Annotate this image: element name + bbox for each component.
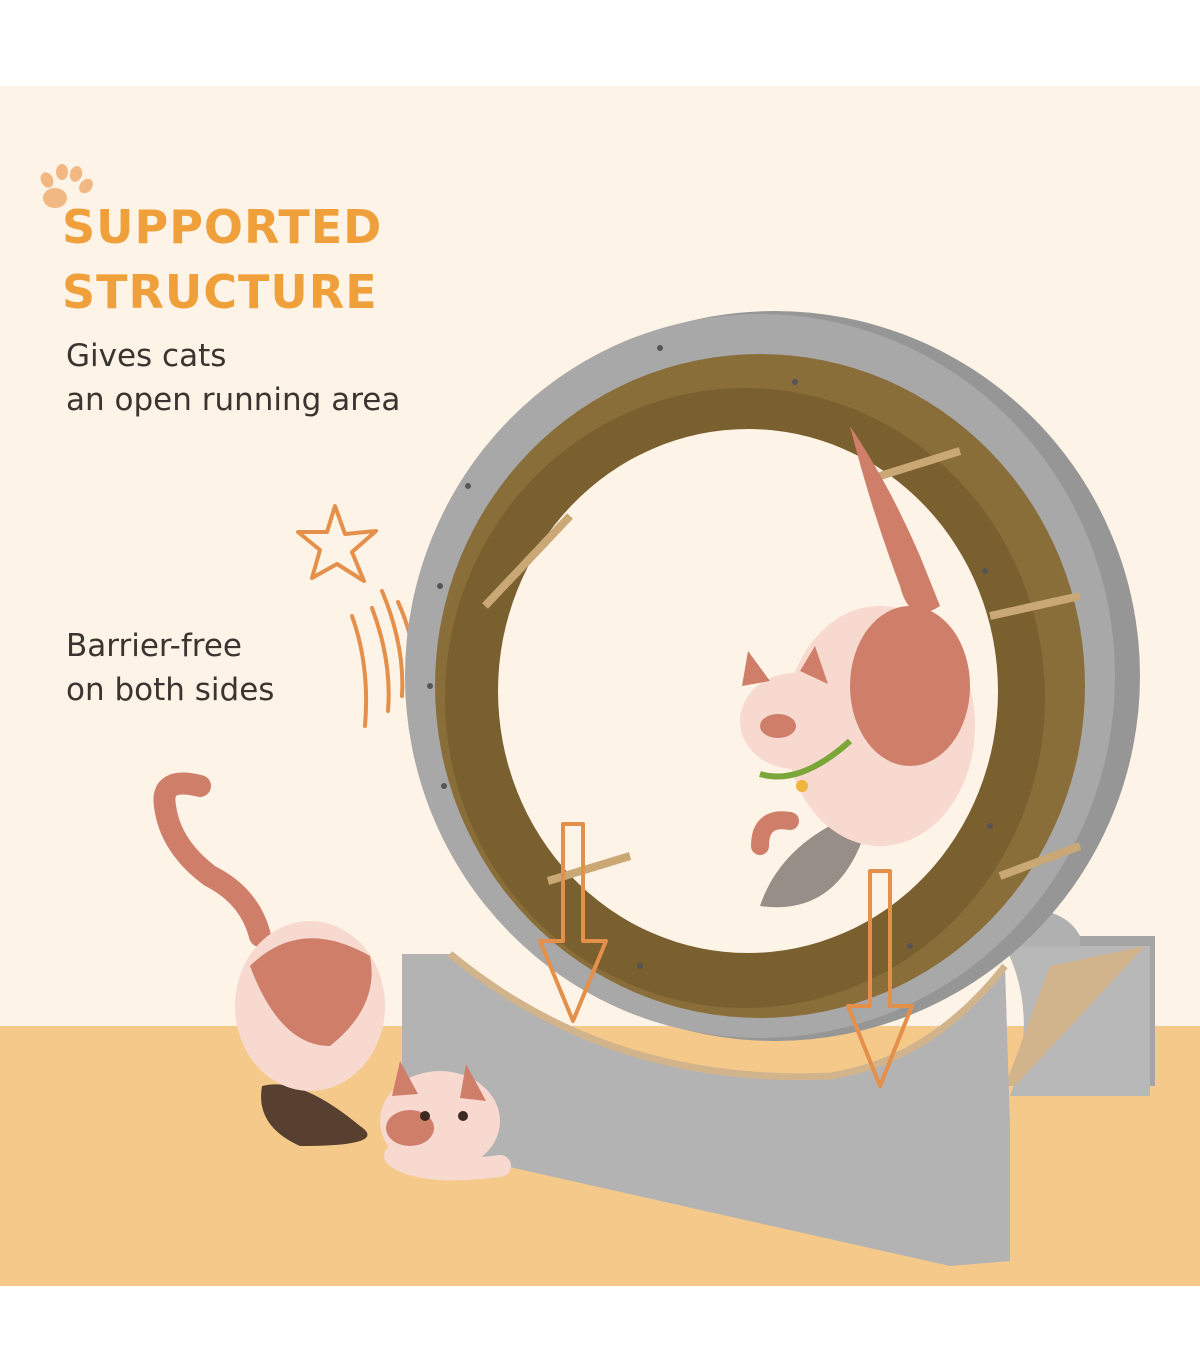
running-wheel bbox=[405, 311, 1140, 1041]
feature-description-line-1: Gives cats bbox=[66, 338, 227, 374]
feature-description-line-2: an open running area bbox=[66, 382, 401, 418]
product-illustration bbox=[40, 164, 1155, 1266]
base-front-plank bbox=[402, 951, 1010, 1266]
down-arrow-icon bbox=[538, 822, 914, 1088]
barrier-free-callout: Barrier-free on both sides bbox=[66, 624, 274, 712]
feature-description: Gives cats an open running area bbox=[66, 334, 400, 422]
callout-line-1: Barrier-free bbox=[66, 628, 242, 664]
product-banner: SUPPORTED STRUCTURE Gives cats an open r… bbox=[0, 86, 1200, 1286]
paw-icon bbox=[40, 164, 93, 208]
crouching-cat bbox=[153, 772, 511, 1181]
callout-line-2: on both sides bbox=[66, 672, 275, 708]
star-icon bbox=[296, 504, 378, 583]
motion-lines bbox=[350, 589, 417, 728]
headline-line-2: STRUCTURE bbox=[62, 265, 378, 319]
headline-line-1: SUPPORTED bbox=[62, 200, 383, 254]
running-cat bbox=[740, 426, 975, 908]
